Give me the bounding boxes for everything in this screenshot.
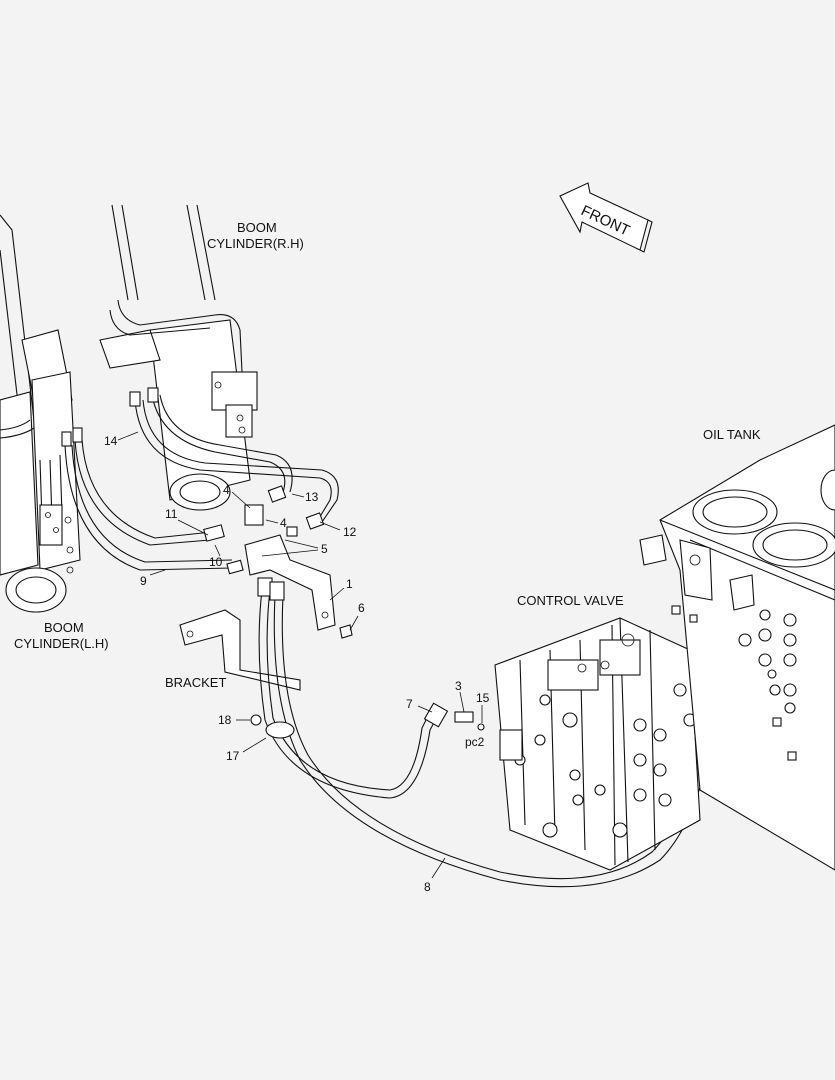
control-valve-label: CONTROL VALVE	[517, 593, 624, 608]
control-valve	[494, 617, 701, 871]
port-label: pc2	[465, 735, 485, 749]
boom-cylinder-lh-label-2: CYLINDER(L.H)	[14, 636, 109, 651]
boom-cylinder-lh	[0, 214, 81, 613]
boom-cylinder-rh-label-1: BOOM	[237, 220, 277, 235]
oil-tank-label: OIL TANK	[703, 427, 761, 442]
oil-tank	[639, 424, 835, 871]
part-number: 3	[455, 679, 462, 693]
part-number: 17	[226, 749, 240, 763]
part-number: 13	[305, 490, 319, 504]
front-direction-arrow: FRONT	[559, 182, 653, 253]
boom-cylinder-rh-label-2: CYLINDER(R.H)	[207, 236, 304, 251]
part-number: 12	[343, 525, 357, 539]
part-number: 10	[209, 555, 223, 569]
bracket-plate	[179, 534, 336, 691]
fittings	[203, 485, 325, 575]
part-number: 11	[165, 507, 178, 521]
boom-cylinder-rh	[99, 204, 258, 511]
part-number: 4	[280, 516, 287, 530]
part-number: 5	[321, 542, 328, 556]
part-number: 8	[424, 880, 431, 894]
bracket-label: BRACKET	[165, 675, 226, 690]
boom-cylinder-lh-label-1: BOOM	[44, 620, 84, 635]
part-number: 6	[358, 601, 365, 615]
part-number: 9	[140, 574, 147, 588]
part-number: 15	[476, 691, 490, 705]
part-number: 7	[406, 697, 413, 711]
part-number: 18	[218, 713, 232, 727]
part-number: 14	[104, 434, 118, 448]
hoses-upper	[61, 387, 339, 571]
part-number: 4	[223, 483, 230, 497]
part-callouts: 14 4 4 13 12 5 1 6 11 10 9 7 3 15 18 17	[104, 431, 490, 894]
part-number: 1	[346, 577, 353, 591]
